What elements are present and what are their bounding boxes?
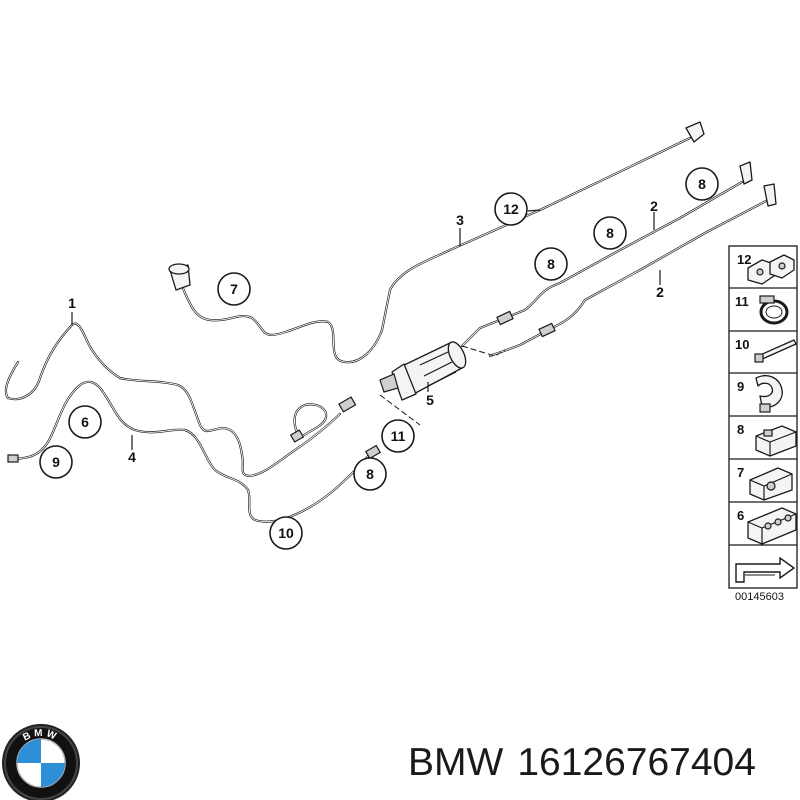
legend-row-10: 10 bbox=[735, 337, 797, 363]
holder-icon bbox=[749, 467, 793, 501]
svg-text:11: 11 bbox=[391, 428, 406, 444]
svg-text:10: 10 bbox=[735, 337, 749, 352]
brand-part-number-line: BMW 16126767404 bbox=[408, 738, 770, 788]
pipe-1 bbox=[4, 322, 342, 478]
callout-8-top: 8 bbox=[685, 167, 719, 201]
svg-text:6: 6 bbox=[737, 508, 744, 523]
pipe-clip-icon bbox=[755, 375, 783, 413]
callout-8-bottom: 8 bbox=[353, 457, 387, 491]
svg-text:12: 12 bbox=[503, 201, 519, 217]
legend-row-9: 9 bbox=[737, 375, 783, 413]
callout-8-mid: 8 bbox=[593, 216, 627, 250]
callout-8-left: 8 bbox=[534, 247, 568, 281]
legend-panel: 12 11 10 9 bbox=[728, 245, 798, 589]
svg-text:8: 8 bbox=[698, 176, 706, 192]
svg-text:12: 12 bbox=[737, 252, 751, 267]
callout-11: 11 bbox=[381, 419, 415, 453]
legend-row-6: 6 bbox=[737, 507, 797, 545]
leader-lines bbox=[71, 209, 661, 450]
label-3: 3 bbox=[456, 212, 464, 228]
legend-row-7: 7 bbox=[737, 465, 793, 501]
svg-text:9: 9 bbox=[52, 454, 60, 470]
svg-text:7: 7 bbox=[737, 465, 744, 480]
brand-name: BMW bbox=[408, 741, 504, 784]
hose-clamp-icon bbox=[759, 295, 789, 325]
legend-row-8: 8 bbox=[737, 422, 797, 457]
svg-text:11: 11 bbox=[735, 294, 749, 309]
label-5: 5 bbox=[426, 392, 434, 408]
callout-6: 6 bbox=[68, 405, 102, 439]
svg-text:8: 8 bbox=[547, 256, 555, 272]
legend-row-11: 11 bbox=[735, 294, 789, 325]
bmw-roundel-icon: BMW bbox=[2, 724, 80, 800]
callout-12: 12 bbox=[494, 192, 528, 226]
svg-text:9: 9 bbox=[737, 379, 744, 394]
part-number: 16126767404 bbox=[517, 741, 756, 784]
pipe-4 bbox=[13, 380, 374, 523]
cable-tie-icon bbox=[754, 339, 797, 363]
double-clip-icon bbox=[747, 254, 795, 285]
pipe-3 bbox=[180, 136, 692, 364]
svg-text:8: 8 bbox=[737, 422, 744, 437]
label-2-lower: 2 bbox=[656, 284, 664, 300]
svg-text:8: 8 bbox=[606, 225, 614, 241]
svg-text:7: 7 bbox=[230, 281, 238, 297]
pipe-2-upper bbox=[460, 180, 744, 348]
svg-text:BMW: BMW bbox=[21, 728, 60, 744]
triple-holder-icon bbox=[747, 507, 797, 545]
svg-text:10: 10 bbox=[278, 525, 294, 541]
reference-number: 00145603 bbox=[735, 591, 784, 603]
fuel-filter bbox=[379, 341, 506, 426]
callout-7: 7 bbox=[217, 272, 251, 306]
svg-text:6: 6 bbox=[81, 414, 89, 430]
label-1: 1 bbox=[68, 295, 76, 311]
pipe-2-lower bbox=[488, 198, 770, 358]
callout-9: 9 bbox=[39, 445, 73, 479]
callout-10: 10 bbox=[269, 516, 303, 550]
label-2-upper: 2 bbox=[650, 198, 658, 214]
hose-end-fitting bbox=[7, 121, 777, 463]
arrow-icon bbox=[735, 556, 796, 583]
svg-text:8: 8 bbox=[366, 466, 374, 482]
legend-row-12: 12 bbox=[737, 252, 795, 285]
pipe-loop bbox=[293, 403, 328, 440]
bracket-clip-icon bbox=[755, 425, 797, 457]
label-4: 4 bbox=[128, 449, 136, 465]
